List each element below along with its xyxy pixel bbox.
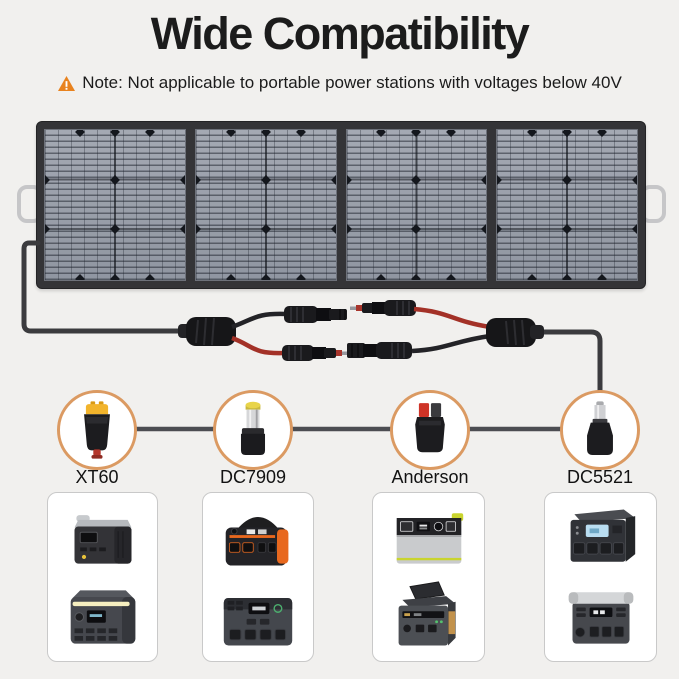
compatibility-card-dc7909 — [202, 492, 314, 662]
connector-circle-xt60 — [57, 390, 137, 470]
silver-top-power-station-image — [54, 499, 152, 575]
compatibility-card-xt60 — [47, 492, 158, 662]
silver-power-station-image — [380, 499, 478, 575]
warning-triangle-icon — [58, 75, 76, 91]
anderson-connector-icon — [415, 403, 445, 453]
xt60-connector-icon — [84, 401, 110, 459]
orange-handle-power-station-image — [209, 499, 307, 575]
note-text: Note: Not applicable to portable power s… — [82, 73, 622, 92]
negative-branch-wire — [411, 333, 491, 354]
foldable-solar-panel-image — [36, 121, 646, 289]
y-splitter-right — [486, 318, 544, 347]
positive-branch-wire — [413, 306, 491, 330]
open-lid-power-station-image — [380, 579, 478, 655]
mc4-connector — [350, 300, 416, 316]
negative-branch-wire — [231, 311, 287, 330]
solar-panel-section — [194, 129, 337, 281]
compatibility-card-anderson — [372, 492, 485, 662]
connector-circle-anderson — [390, 390, 470, 470]
dc5521-barrel-plug-icon — [587, 401, 613, 455]
positive-branch-wire — [231, 335, 285, 356]
page-title: Wide Compatibility — [150, 8, 530, 59]
solar-panel-section — [345, 129, 488, 281]
connector-label-anderson: Anderson — [391, 467, 469, 487]
solar-panel-section — [44, 129, 186, 281]
dc7909-barrel-plug-icon — [240, 401, 266, 455]
connector-circle-dc5521 — [560, 390, 640, 470]
connector-label-dc7909: DC7909 — [219, 467, 287, 487]
connector-label-xt60: XT60 — [75, 467, 119, 487]
y-splitter-left — [178, 317, 236, 346]
connector-label-dc5521: DC5521 — [566, 467, 634, 487]
mc4-connector — [347, 342, 412, 359]
compatibility-card-dc5521 — [544, 492, 657, 662]
panel-output-cable-right — [531, 329, 603, 396]
connector-circle-dc7909 — [213, 390, 293, 470]
solar-panel-section — [496, 129, 638, 281]
note-banner: Note: Not applicable to portable power s… — [0, 73, 679, 93]
silver-bar-power-station-image — [552, 579, 650, 655]
lcd-power-station-image — [552, 499, 650, 575]
mc4-connector — [282, 345, 350, 361]
light-bar-power-station-image — [54, 579, 152, 655]
compact-power-station-image — [209, 579, 307, 655]
mc4-connector — [284, 306, 347, 323]
